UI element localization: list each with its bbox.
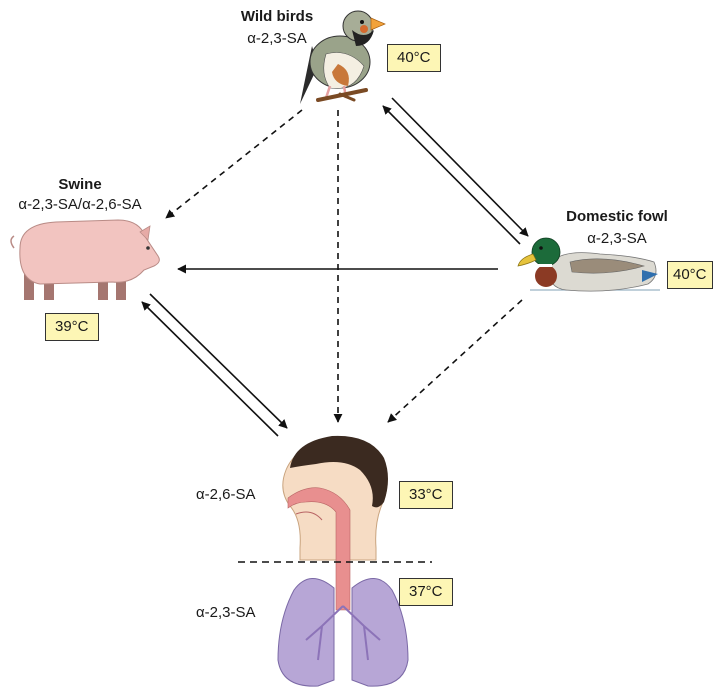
wild-birds-title: Wild birds xyxy=(240,8,314,25)
arrow-swine-to-human xyxy=(149,293,288,429)
human-lower-temperature: 37°C xyxy=(399,578,453,606)
wild-birds-temperature: 40°C xyxy=(387,44,441,72)
pig-illustration xyxy=(10,219,160,300)
domestic-fowl-temperature: 40°C xyxy=(667,261,713,289)
wild-birds-receptor: α-2,3-SA xyxy=(247,30,307,47)
human-upper-temperature: 33°C xyxy=(399,481,453,509)
arrow-birds-to-swine xyxy=(165,109,303,219)
duck-illustration xyxy=(517,237,660,292)
swine-temperature: 39°C xyxy=(45,313,99,341)
human-lower-receptor: α-2,3-SA xyxy=(196,604,256,621)
swine-receptor: α-2,3-SA/α-2,6-SA xyxy=(18,196,142,213)
arrows xyxy=(141,97,529,437)
domestic-fowl-title: Domestic fowl xyxy=(566,208,668,225)
arrow-fowl-to-birds xyxy=(382,105,521,245)
arrow-human-to-swine xyxy=(141,301,279,437)
arrow-birds-to-fowl xyxy=(391,97,529,237)
human-upper-receptor: α-2,6-SA xyxy=(196,486,256,503)
swine-title: Swine xyxy=(58,176,102,193)
finch-illustration xyxy=(300,10,386,104)
human-illustration xyxy=(238,435,432,687)
arrow-fowl-to-human xyxy=(387,299,523,423)
domestic-fowl-receptor: α-2,3-SA xyxy=(587,230,647,247)
